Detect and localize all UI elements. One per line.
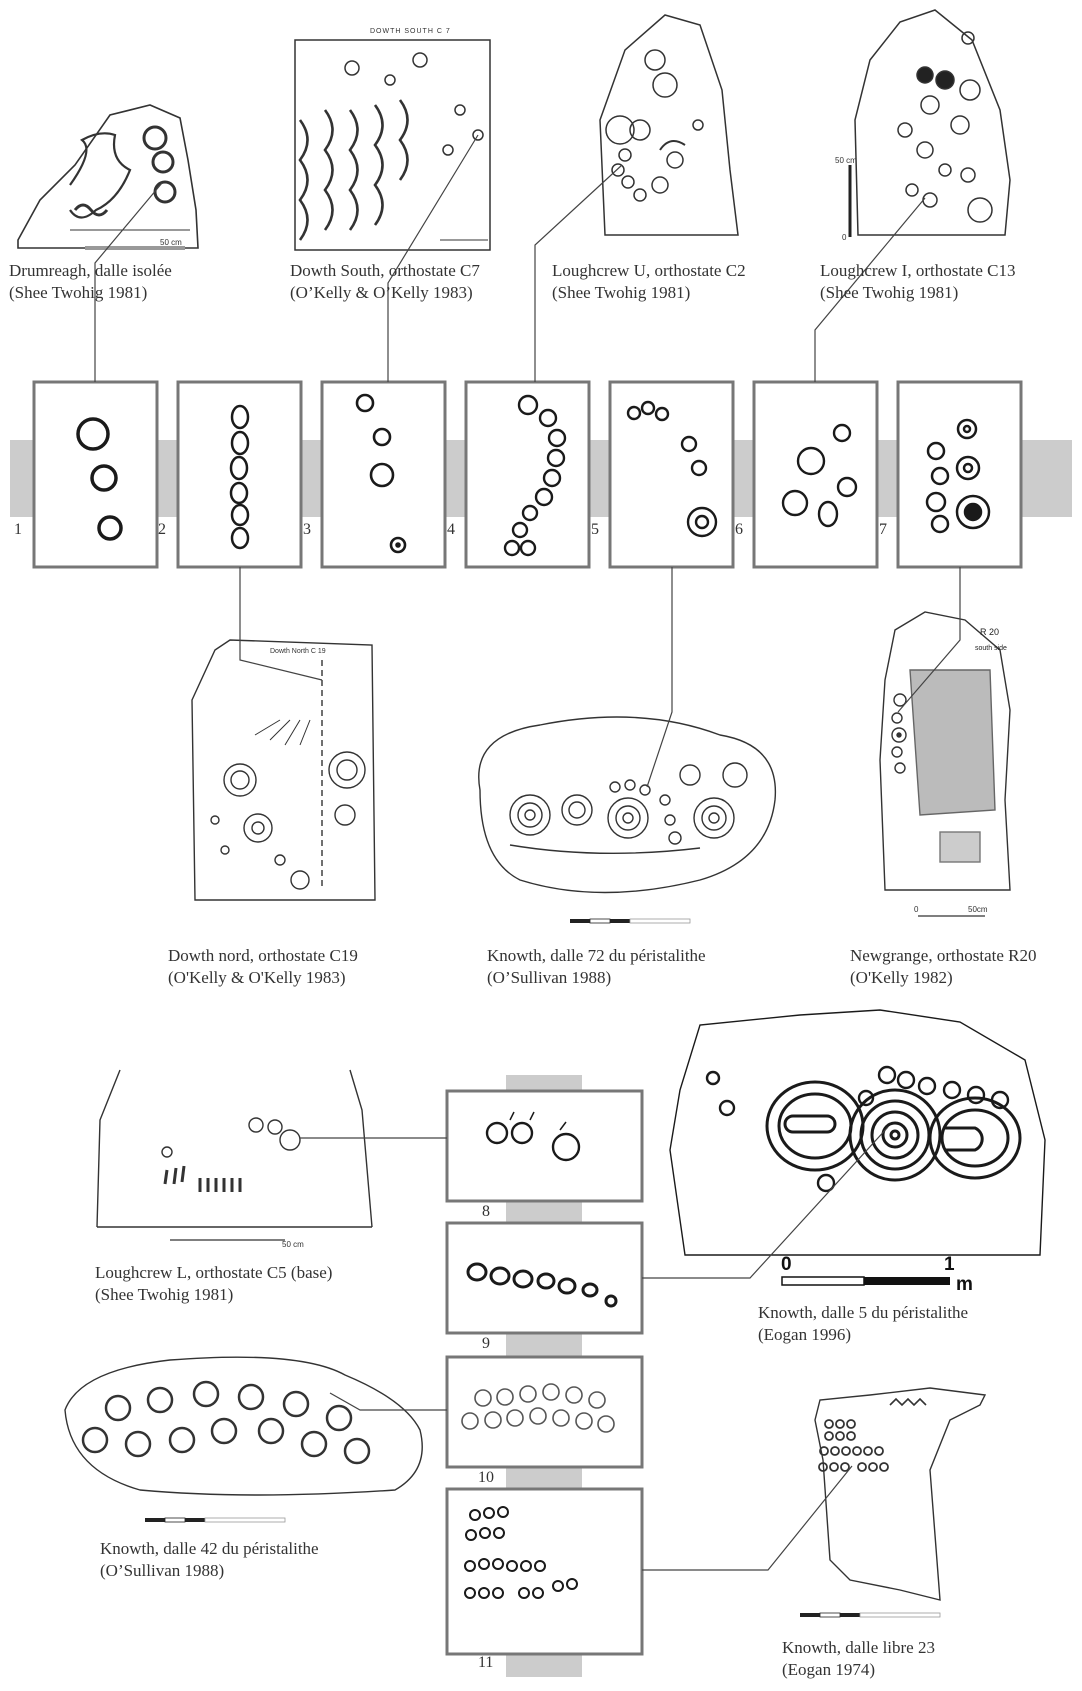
caption-title: Newgrange, orthostate R20: [850, 945, 1036, 967]
caption-dowth-south: Dowth South, orthostate C7 (O’Kelly & O’…: [290, 260, 480, 304]
caption-knowth-23: Knowth, dalle libre 23 (Eogan 1974): [782, 1637, 935, 1681]
caption-title: Drumreagh, dalle isolée: [9, 260, 172, 282]
connector-dowth-south: [388, 135, 478, 382]
caption-source: (O’Kelly & O’Kelly 1983): [290, 282, 480, 304]
loughcrew-i-slab-drawing: [850, 10, 1010, 237]
connector-knowth-23: [642, 1466, 852, 1570]
knowth-42-slab-drawing: [65, 1357, 422, 1495]
panel-frame-6: [754, 382, 877, 567]
panel-frame-3: [322, 382, 445, 567]
loughcrew-u-slab-drawing: [600, 15, 738, 235]
newgrange-r20-slab-drawing: [880, 612, 1010, 890]
connector-dowth-nord: [240, 567, 322, 680]
top-panel-frames: [34, 382, 1021, 567]
dowth-south-title: DOWTH SOUTH C 7: [370, 28, 451, 35]
caption-source: (O’Sullivan 1988): [100, 1560, 319, 1582]
caption-source: (Shee Twohig 1981): [9, 282, 172, 304]
caption-title: Loughcrew U, orthostate C2: [552, 260, 746, 282]
caption-knowth-72: Knowth, dalle 72 du péristalithe (O’Sull…: [487, 945, 706, 989]
scale-label: 50cm: [968, 905, 988, 914]
panel-number-4: 4: [447, 521, 455, 539]
caption-source: (Shee Twohig 1981): [95, 1284, 332, 1306]
knowth-23-slab-drawing: [815, 1388, 985, 1600]
caption-source: (Eogan 1974): [782, 1659, 935, 1681]
panel-number-5: 5: [591, 521, 599, 539]
caption-title: Knowth, dalle 72 du péristalithe: [487, 945, 706, 967]
panel-number-7: 7: [879, 521, 887, 539]
caption-dowth-nord: Dowth nord, orthostate C19 (O'Kelly & O'…: [168, 945, 358, 989]
scale-label: 50 cm: [160, 238, 182, 247]
caption-title: Loughcrew I, orthostate C13: [820, 260, 1015, 282]
panel-number-9: 9: [482, 1335, 490, 1353]
dowth-nord-title: Dowth North C 19: [270, 648, 326, 655]
scale-label: 0: [842, 233, 847, 242]
scale-bar: [800, 1613, 940, 1617]
connector-knowth-72: [647, 567, 672, 787]
caption-title: Knowth, dalle libre 23: [782, 1637, 935, 1659]
scale-label: 0: [781, 1254, 792, 1275]
caption-knowth-42: Knowth, dalle 42 du péristalithe (O’Sull…: [100, 1538, 319, 1582]
caption-source: (O'Kelly 1982): [850, 967, 1036, 989]
panel-frame-2: [178, 382, 301, 567]
panel-frame-11: [447, 1489, 642, 1654]
scale-label: 0: [914, 905, 919, 914]
knowth-72-slab-drawing: [479, 717, 776, 893]
connector-knowth-42: [330, 1393, 447, 1410]
caption-title: Loughcrew L, orthostate C5 (base): [95, 1262, 332, 1284]
scale-label: 50 cm: [282, 1240, 304, 1249]
panel-number-2: 2: [158, 521, 166, 539]
panel-number-6: 6: [735, 521, 743, 539]
newgrange-tag: R 20: [980, 627, 999, 637]
caption-source: (O’Sullivan 1988): [487, 967, 706, 989]
scale-label: m: [956, 1274, 973, 1295]
panel-frame-1: [34, 382, 157, 567]
panel-number-8: 8: [482, 1203, 490, 1221]
caption-source: (Shee Twohig 1981): [552, 282, 746, 304]
caption-title: Dowth South, orthostate C7: [290, 260, 480, 282]
caption-knowth-5: Knowth, dalle 5 du péristalithe (Eogan 1…: [758, 1302, 968, 1346]
newgrange-side-label: south side: [975, 645, 1007, 652]
scale-bar: [570, 919, 690, 923]
loughcrew-l-slab-drawing: [97, 1070, 372, 1227]
caption-title: Knowth, dalle 5 du péristalithe: [758, 1302, 968, 1324]
panel-frame-9: [447, 1223, 642, 1333]
dowth-nord-slab-drawing: [192, 640, 375, 900]
caption-title: Dowth nord, orthostate C19: [168, 945, 358, 967]
panel-frame-8: [447, 1091, 642, 1201]
caption-loughcrew-i: Loughcrew I, orthostate C13 (Shee Twohig…: [820, 260, 1015, 304]
caption-loughcrew-l: Loughcrew L, orthostate C5 (base) (Shee …: [95, 1262, 332, 1306]
scale-label: 50 cm: [835, 156, 857, 165]
dowth-south-slab-drawing: [295, 40, 490, 250]
panel-number-3: 3: [303, 521, 311, 539]
panel-number-10: 10: [478, 1469, 494, 1487]
caption-drumreagh: Drumreagh, dalle isolée (Shee Twohig 198…: [9, 260, 172, 304]
caption-source: (O'Kelly & O'Kelly 1983): [168, 967, 358, 989]
caption-loughcrew-u: Loughcrew U, orthostate C2 (Shee Twohig …: [552, 260, 746, 304]
panel-number-1: 1: [14, 521, 22, 539]
caption-title: Knowth, dalle 42 du péristalithe: [100, 1538, 319, 1560]
caption-newgrange: Newgrange, orthostate R20 (O'Kelly 1982): [850, 945, 1036, 989]
knowth-5-scale-bar: [782, 1277, 950, 1285]
knowth-5-slab-drawing: [670, 1010, 1045, 1255]
panel-number-11: 11: [478, 1654, 493, 1672]
panel-frame-4: [466, 382, 589, 567]
drumreagh-slab-drawing: [18, 105, 198, 250]
caption-source: (Shee Twohig 1981): [820, 282, 1015, 304]
scale-bar: [145, 1518, 285, 1522]
caption-source: (Eogan 1996): [758, 1324, 968, 1346]
scale-label: 1: [944, 1254, 955, 1275]
